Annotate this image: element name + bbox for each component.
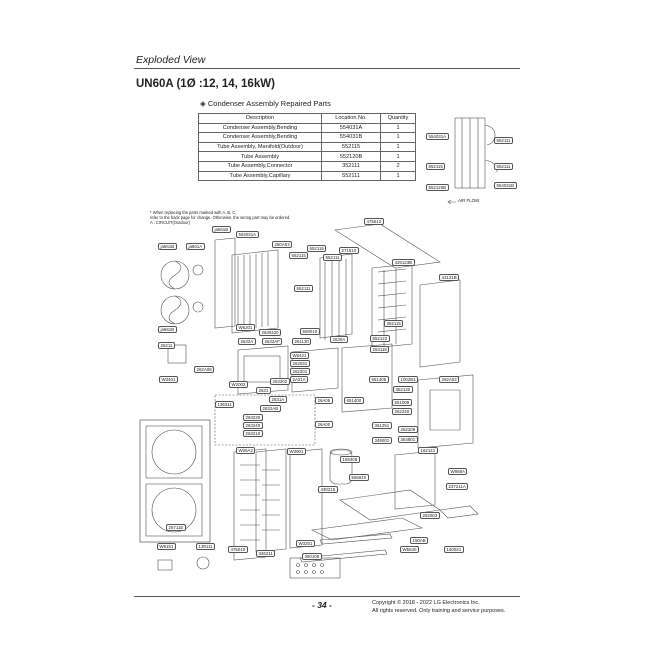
part-callout: ja661B xyxy=(212,226,231,233)
part-callout: 2630420 xyxy=(259,329,282,336)
footer-divider xyxy=(134,596,520,597)
part-callout: W6421 xyxy=(290,352,309,359)
part-callout: 262201 xyxy=(290,368,310,375)
part-callout: 552111 xyxy=(323,254,342,261)
part-callout: 2630A xyxy=(330,336,348,343)
part-callout: W5640 xyxy=(400,546,419,553)
part-callout: 263230 xyxy=(243,414,263,421)
part-callout: 651400 xyxy=(344,397,364,404)
callout-label: 552115 xyxy=(426,163,446,170)
callout-label: 554031A xyxy=(426,133,449,140)
note-line: refer to the back page for change. Other… xyxy=(150,215,291,220)
part-callout: 26A05 xyxy=(315,397,333,404)
top-cover-shape xyxy=(334,223,441,269)
part-callout: 263202 xyxy=(270,378,290,385)
part-callout: 262031 xyxy=(290,360,310,367)
part-callout: 43121B xyxy=(439,274,460,281)
part-callout: 2632A xyxy=(238,338,256,345)
part-callout: 364801 xyxy=(398,436,418,443)
callout-label: 552111 xyxy=(494,137,513,144)
part-callout: 262A08 xyxy=(194,366,215,373)
part-callout: 160021 xyxy=(444,546,464,553)
part-callout: ja661A xyxy=(186,243,205,250)
part-callout: 552111 xyxy=(294,285,313,292)
part-callout: W26A2 xyxy=(236,447,256,454)
callout-label: 554031B xyxy=(494,182,517,189)
part-callout: 139111 xyxy=(196,543,215,550)
copyright-line: All rights reserved. Only training and s… xyxy=(372,607,506,614)
cell: 1 xyxy=(380,170,416,182)
page-number: - 34 - xyxy=(312,600,332,610)
model-title: UN60A (1Ø :12, 14, 16kW) xyxy=(136,78,275,90)
part-callout: 430215 xyxy=(318,486,338,493)
copyright-line: Copyright © 2018 - 2022 LG Electronics I… xyxy=(372,600,480,606)
part-callout: 262A02 xyxy=(439,376,460,383)
part-callout: 475512 xyxy=(364,218,384,225)
part-callout: 346211 xyxy=(256,550,276,557)
part-callout: 2632AB xyxy=(260,405,281,412)
part-callout: 559010 xyxy=(300,328,320,335)
part-callout: W3201 xyxy=(296,540,315,547)
part-callout: 2632AF xyxy=(262,338,283,345)
callout-label: 552111 xyxy=(494,163,513,170)
header-divider xyxy=(134,68,520,69)
part-callout: 250A03 xyxy=(272,241,293,248)
part-callout: 262003 xyxy=(420,512,440,519)
part-callout: 2531 xyxy=(256,387,271,394)
part-callout: 1002B1 xyxy=(398,376,419,383)
copyright-notice: Copyright © 2018 - 2022 LG Electronics I… xyxy=(372,600,505,615)
part-callout: ja661B xyxy=(158,326,177,333)
part-callout: 552122 xyxy=(370,335,390,342)
table-title: ◈ Condenser Assembly Repaired Parts xyxy=(200,99,331,108)
part-callout: 263115 xyxy=(370,346,390,353)
part-callout: 263240 xyxy=(243,422,263,429)
airflow-label: AIR FLOW xyxy=(458,198,480,203)
part-callout: 2531A xyxy=(269,396,287,403)
part-callout: 165308 xyxy=(340,456,360,463)
part-callout: 352130 xyxy=(393,386,413,393)
front-grille-shape xyxy=(139,419,211,543)
part-callout: W6151 xyxy=(157,543,176,550)
part-callout: 551009 xyxy=(392,399,412,406)
part-callout: W3401 xyxy=(159,376,178,383)
section-title: Exploded View xyxy=(136,54,206,66)
part-callout: 361251 xyxy=(372,422,392,429)
part-callout: 425123B xyxy=(392,259,415,266)
part-callout: 552115 xyxy=(307,245,327,252)
part-callout: 651405 xyxy=(369,376,389,383)
part-callout: 162141 xyxy=(418,447,438,454)
part-callout: 475010 xyxy=(228,546,248,553)
part-callout: 350108 xyxy=(302,553,322,560)
part-callout: 26211 xyxy=(158,342,175,349)
part-callout: 263210 xyxy=(243,430,263,437)
part-callout: W868A xyxy=(448,468,468,475)
part-callout: W3901 xyxy=(287,448,306,455)
part-callout: 136311 xyxy=(215,401,235,408)
parts-table: Description Location No. Quantity Conden… xyxy=(198,113,416,182)
part-callout: 349001 xyxy=(372,437,392,444)
note-line: * When replacing the parts marked with A… xyxy=(150,210,237,215)
part-callout: 261130 xyxy=(292,338,312,345)
part-callout: 352115 xyxy=(384,320,404,327)
table-header-row: Description Location No. Quantity xyxy=(198,113,416,124)
part-callout: 271510 xyxy=(339,247,359,254)
part-callout: 26A00 xyxy=(315,421,333,428)
part-callout: 552115 xyxy=(289,252,309,259)
part-callout: 2A21A xyxy=(290,376,309,383)
part-callout: 554031A xyxy=(236,231,259,238)
part-callout: 262240 xyxy=(392,408,412,415)
part-callout: W2002 xyxy=(229,381,248,388)
part-callout: 150AB xyxy=(410,537,429,544)
part-callout: 262209 xyxy=(398,426,418,433)
note-line: A : CIRCUIT(Outdoor) xyxy=(150,220,191,225)
part-callout: 25711E xyxy=(166,524,186,531)
part-callout: ja661B xyxy=(158,243,177,250)
part-callout: 237211A xyxy=(446,483,469,490)
part-callout: W6201 xyxy=(236,324,255,331)
replacement-note: * When replacing the parts marked with A… xyxy=(150,210,350,225)
part-callout: 565910 xyxy=(349,474,369,481)
callout-label: 552120B xyxy=(426,184,449,191)
